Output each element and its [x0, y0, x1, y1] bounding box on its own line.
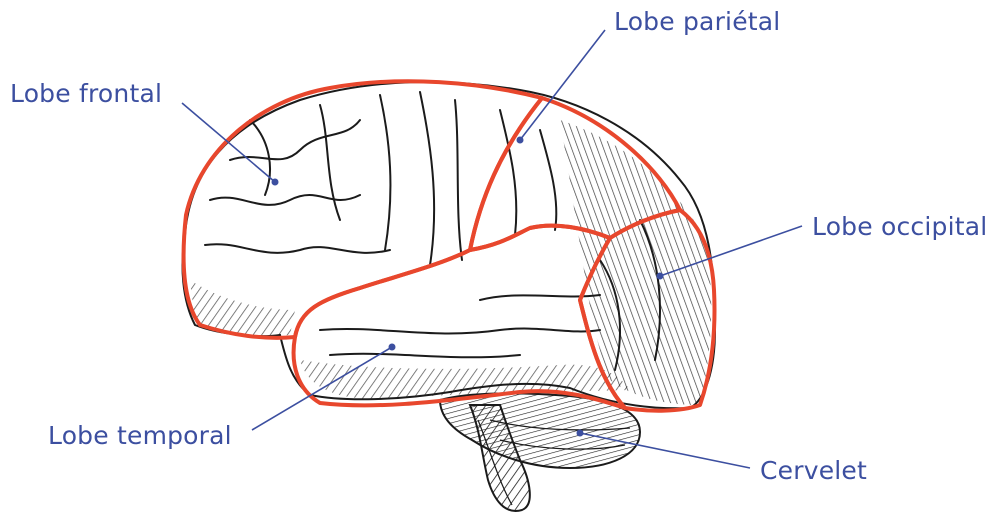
dot-parietal — [517, 137, 524, 144]
dot-temporal — [389, 344, 396, 351]
label-lobe-frontal: Lobe frontal — [10, 79, 162, 109]
dot-cervelet — [577, 430, 584, 437]
dot-occipital — [657, 273, 664, 280]
cerebrum — [182, 82, 715, 408]
label-cervelet: Cervelet — [760, 456, 867, 486]
label-lobe-occipital: Lobe occipital — [812, 212, 987, 242]
dot-frontal — [272, 179, 279, 186]
label-lobe-parietal: Lobe pariétal — [614, 7, 780, 37]
label-lobe-temporal: Lobe temporal — [48, 421, 232, 451]
